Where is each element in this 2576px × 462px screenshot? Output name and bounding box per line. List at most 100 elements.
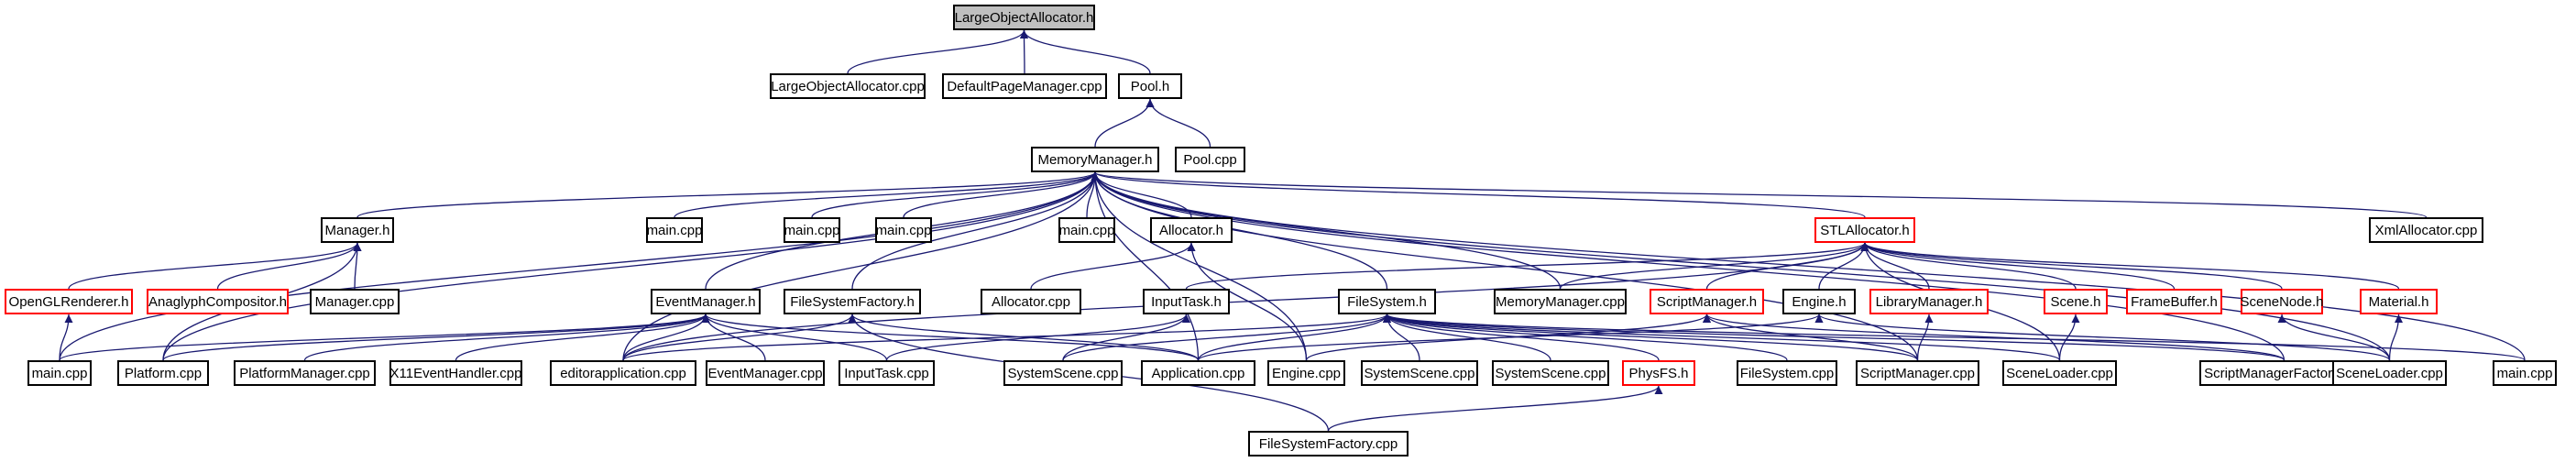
node-engine-h[interactable]: Engine.h — [1782, 289, 1856, 314]
node-fb-h[interactable]: FrameBuffer.h — [2126, 289, 2222, 314]
node-pool-h[interactable]: Pool.h — [1118, 73, 1182, 99]
node-manager-cpp[interactable]: Manager.cpp — [310, 289, 400, 314]
node-label: EventManager.cpp — [707, 365, 823, 381]
edge-main6_cpp-to-mm_h — [1091, 171, 2526, 361]
node-evm-h[interactable]: EventManager.h — [651, 289, 761, 314]
node-physfs-h[interactable]: PhysFS.h — [1622, 360, 1695, 386]
node-main3-cpp[interactable]: main.cpp — [875, 217, 932, 243]
node-label: InputTask.cpp — [844, 365, 929, 381]
node-label: DefaultPageManager.cpp — [947, 78, 1102, 94]
node-ss2-cpp[interactable]: SystemScene.cpp — [1361, 360, 1478, 386]
edge-app_cpp-to-mm_h — [1091, 171, 1200, 361]
node-evm-cpp[interactable]: EventManager.cpp — [706, 360, 825, 386]
node-inputtask-cpp[interactable]: InputTask.cpp — [839, 360, 935, 386]
node-label: LibraryManager.h — [1875, 293, 1983, 310]
node-anag-h[interactable]: AnaglyphCompositor.h — [147, 289, 289, 314]
edge-sl2_cpp-to-mm_h — [1091, 171, 2391, 361]
edge-mm_h-to-pool_h — [1094, 98, 1155, 148]
node-label: LargeObjectAllocator.cpp — [771, 78, 925, 94]
node-label: LargeObjectAllocator.h — [954, 9, 1094, 26]
edge-xml_cpp-to-mm_h — [1091, 171, 2428, 218]
node-sl2-cpp[interactable]: SceneLoader.cpp — [2332, 360, 2447, 386]
edge-sl2_cpp-to-material_h — [2388, 314, 2403, 361]
node-label: SystemScene.cpp — [1495, 365, 1606, 381]
node-x11-cpp[interactable]: X11EventHandler.cpp — [389, 360, 522, 386]
node-sm-h[interactable]: ScriptManager.h — [1650, 289, 1764, 314]
node-label: SceneLoader.cpp — [2336, 365, 2443, 381]
node-label: Pool.h — [1130, 78, 1170, 94]
node-sm-cpp[interactable]: ScriptManager.cpp — [1856, 360, 1979, 386]
edge-main5_cpp-to-evm_h — [59, 314, 710, 361]
node-platform-cpp[interactable]: Platform.cpp — [117, 360, 209, 386]
edge-sm_cpp-to-libm_h — [1916, 314, 1934, 361]
node-scene-h[interactable]: Scene.h — [2044, 289, 2108, 314]
node-main4-cpp[interactable]: main.cpp — [1058, 217, 1115, 243]
node-libm-h[interactable]: LibraryManager.h — [1869, 289, 1989, 314]
node-label: X11EventHandler.cpp — [389, 365, 522, 381]
node-label: ScriptManager.cpp — [1859, 365, 1976, 381]
node-label: EventManager.h — [655, 293, 756, 310]
node-mm-cpp[interactable]: MemoryManager.cpp — [1494, 289, 1627, 314]
node-app-cpp[interactable]: Application.cpp — [1141, 360, 1255, 386]
node-main5-cpp[interactable]: main.cpp — [27, 360, 92, 386]
edge-material_h-to-stl_h — [1860, 242, 2400, 290]
node-label: SceneNode.h — [2240, 293, 2324, 310]
node-label: SystemScene.cpp — [1364, 365, 1475, 381]
node-material-h[interactable]: Material.h — [2360, 289, 2438, 314]
edge-fs_cpp-to-fs_h — [1383, 314, 1788, 361]
node-pm-cpp[interactable]: PlatformManager.cpp — [234, 360, 376, 386]
node-alloc-cpp[interactable]: Allocator.cpp — [981, 289, 1081, 314]
node-alloc-h[interactable]: Allocator.h — [1150, 217, 1233, 243]
edge-engine_cpp-to-mm_h — [1091, 171, 1308, 361]
node-label: FileSystemFactory.cpp — [1258, 435, 1398, 452]
node-loa-h[interactable]: LargeObjectAllocator.h — [953, 5, 1095, 30]
edge-fb_h-to-stl_h — [1860, 242, 2176, 290]
node-ss3-cpp[interactable]: SystemScene.cpp — [1492, 360, 1609, 386]
node-edapp-cpp[interactable]: editorapplication.cpp — [550, 360, 696, 386]
edge-edapp_cpp-to-fsf_h — [622, 314, 857, 361]
edge-ss1_cpp-to-inputtask_h — [1062, 314, 1190, 361]
node-xml-cpp[interactable]: XmlAllocator.cpp — [2369, 217, 2483, 243]
node-fsf-cpp[interactable]: FileSystemFactory.cpp — [1248, 431, 1409, 456]
edge-fsf_cpp-to-physfs_h — [1327, 385, 1663, 432]
edge-main1_cpp-to-mm_h — [674, 171, 1100, 218]
node-label: SystemScene.cpp — [1007, 365, 1119, 381]
node-ss1-cpp[interactable]: SystemScene.cpp — [1003, 360, 1123, 386]
node-scenenode-h[interactable]: SceneNode.h — [2241, 289, 2323, 314]
node-inputtask-h[interactable]: InputTask.h — [1143, 289, 1230, 314]
node-label: Manager.h — [324, 222, 390, 238]
node-dpm-cpp[interactable]: DefaultPageManager.cpp — [942, 73, 1107, 99]
edge-main6_cpp-to-fs_h — [1383, 314, 2526, 361]
node-main6-cpp[interactable]: main.cpp — [2493, 360, 2557, 386]
node-pool-cpp[interactable]: Pool.cpp — [1175, 147, 1245, 172]
node-label: main.cpp — [1058, 222, 1115, 238]
node-fs-h[interactable]: FileSystem.h — [1338, 289, 1436, 314]
node-main2-cpp[interactable]: main.cpp — [784, 217, 840, 243]
node-label: Engine.h — [1792, 293, 1847, 310]
node-loa-cpp[interactable]: LargeObjectAllocator.cpp — [770, 73, 926, 99]
node-fs-cpp[interactable]: FileSystem.cpp — [1737, 360, 1837, 386]
edge-anag_h-to-manager_h — [216, 242, 362, 290]
node-label: FileSystem.h — [1347, 293, 1427, 310]
node-mm-h[interactable]: MemoryManager.h — [1031, 147, 1159, 172]
node-fsf-h[interactable]: FileSystemFactory.h — [784, 289, 921, 314]
node-label: main.cpp — [875, 222, 932, 238]
edge-manager_h-to-mm_h — [356, 171, 1100, 218]
node-label: PlatformManager.cpp — [239, 365, 370, 381]
edge-alloc_cpp-to-alloc_h — [1030, 242, 1196, 290]
edge-mm_cpp-to-stl_h — [1559, 242, 1869, 290]
node-label: Engine.cpp — [1271, 365, 1342, 381]
node-label: Application.cpp — [1151, 365, 1245, 381]
node-main1-cpp[interactable]: main.cpp — [646, 217, 703, 243]
node-label: main.cpp — [2496, 365, 2553, 381]
node-label: FileSystem.cpp — [1739, 365, 1835, 381]
node-manager-h[interactable]: Manager.h — [321, 217, 394, 243]
node-engine-cpp[interactable]: Engine.cpp — [1267, 360, 1345, 386]
node-sl1-cpp[interactable]: SceneLoader.cpp — [2002, 360, 2117, 386]
edge-scene_h-to-stl_h — [1860, 242, 2077, 290]
edge-main5_cpp-to-oglr_h — [59, 314, 73, 361]
node-oglr-h[interactable]: OpenGLRenderer.h — [5, 289, 133, 314]
node-stl-h[interactable]: STLAllocator.h — [1814, 217, 1915, 243]
node-label: Pool.cpp — [1183, 151, 1237, 168]
